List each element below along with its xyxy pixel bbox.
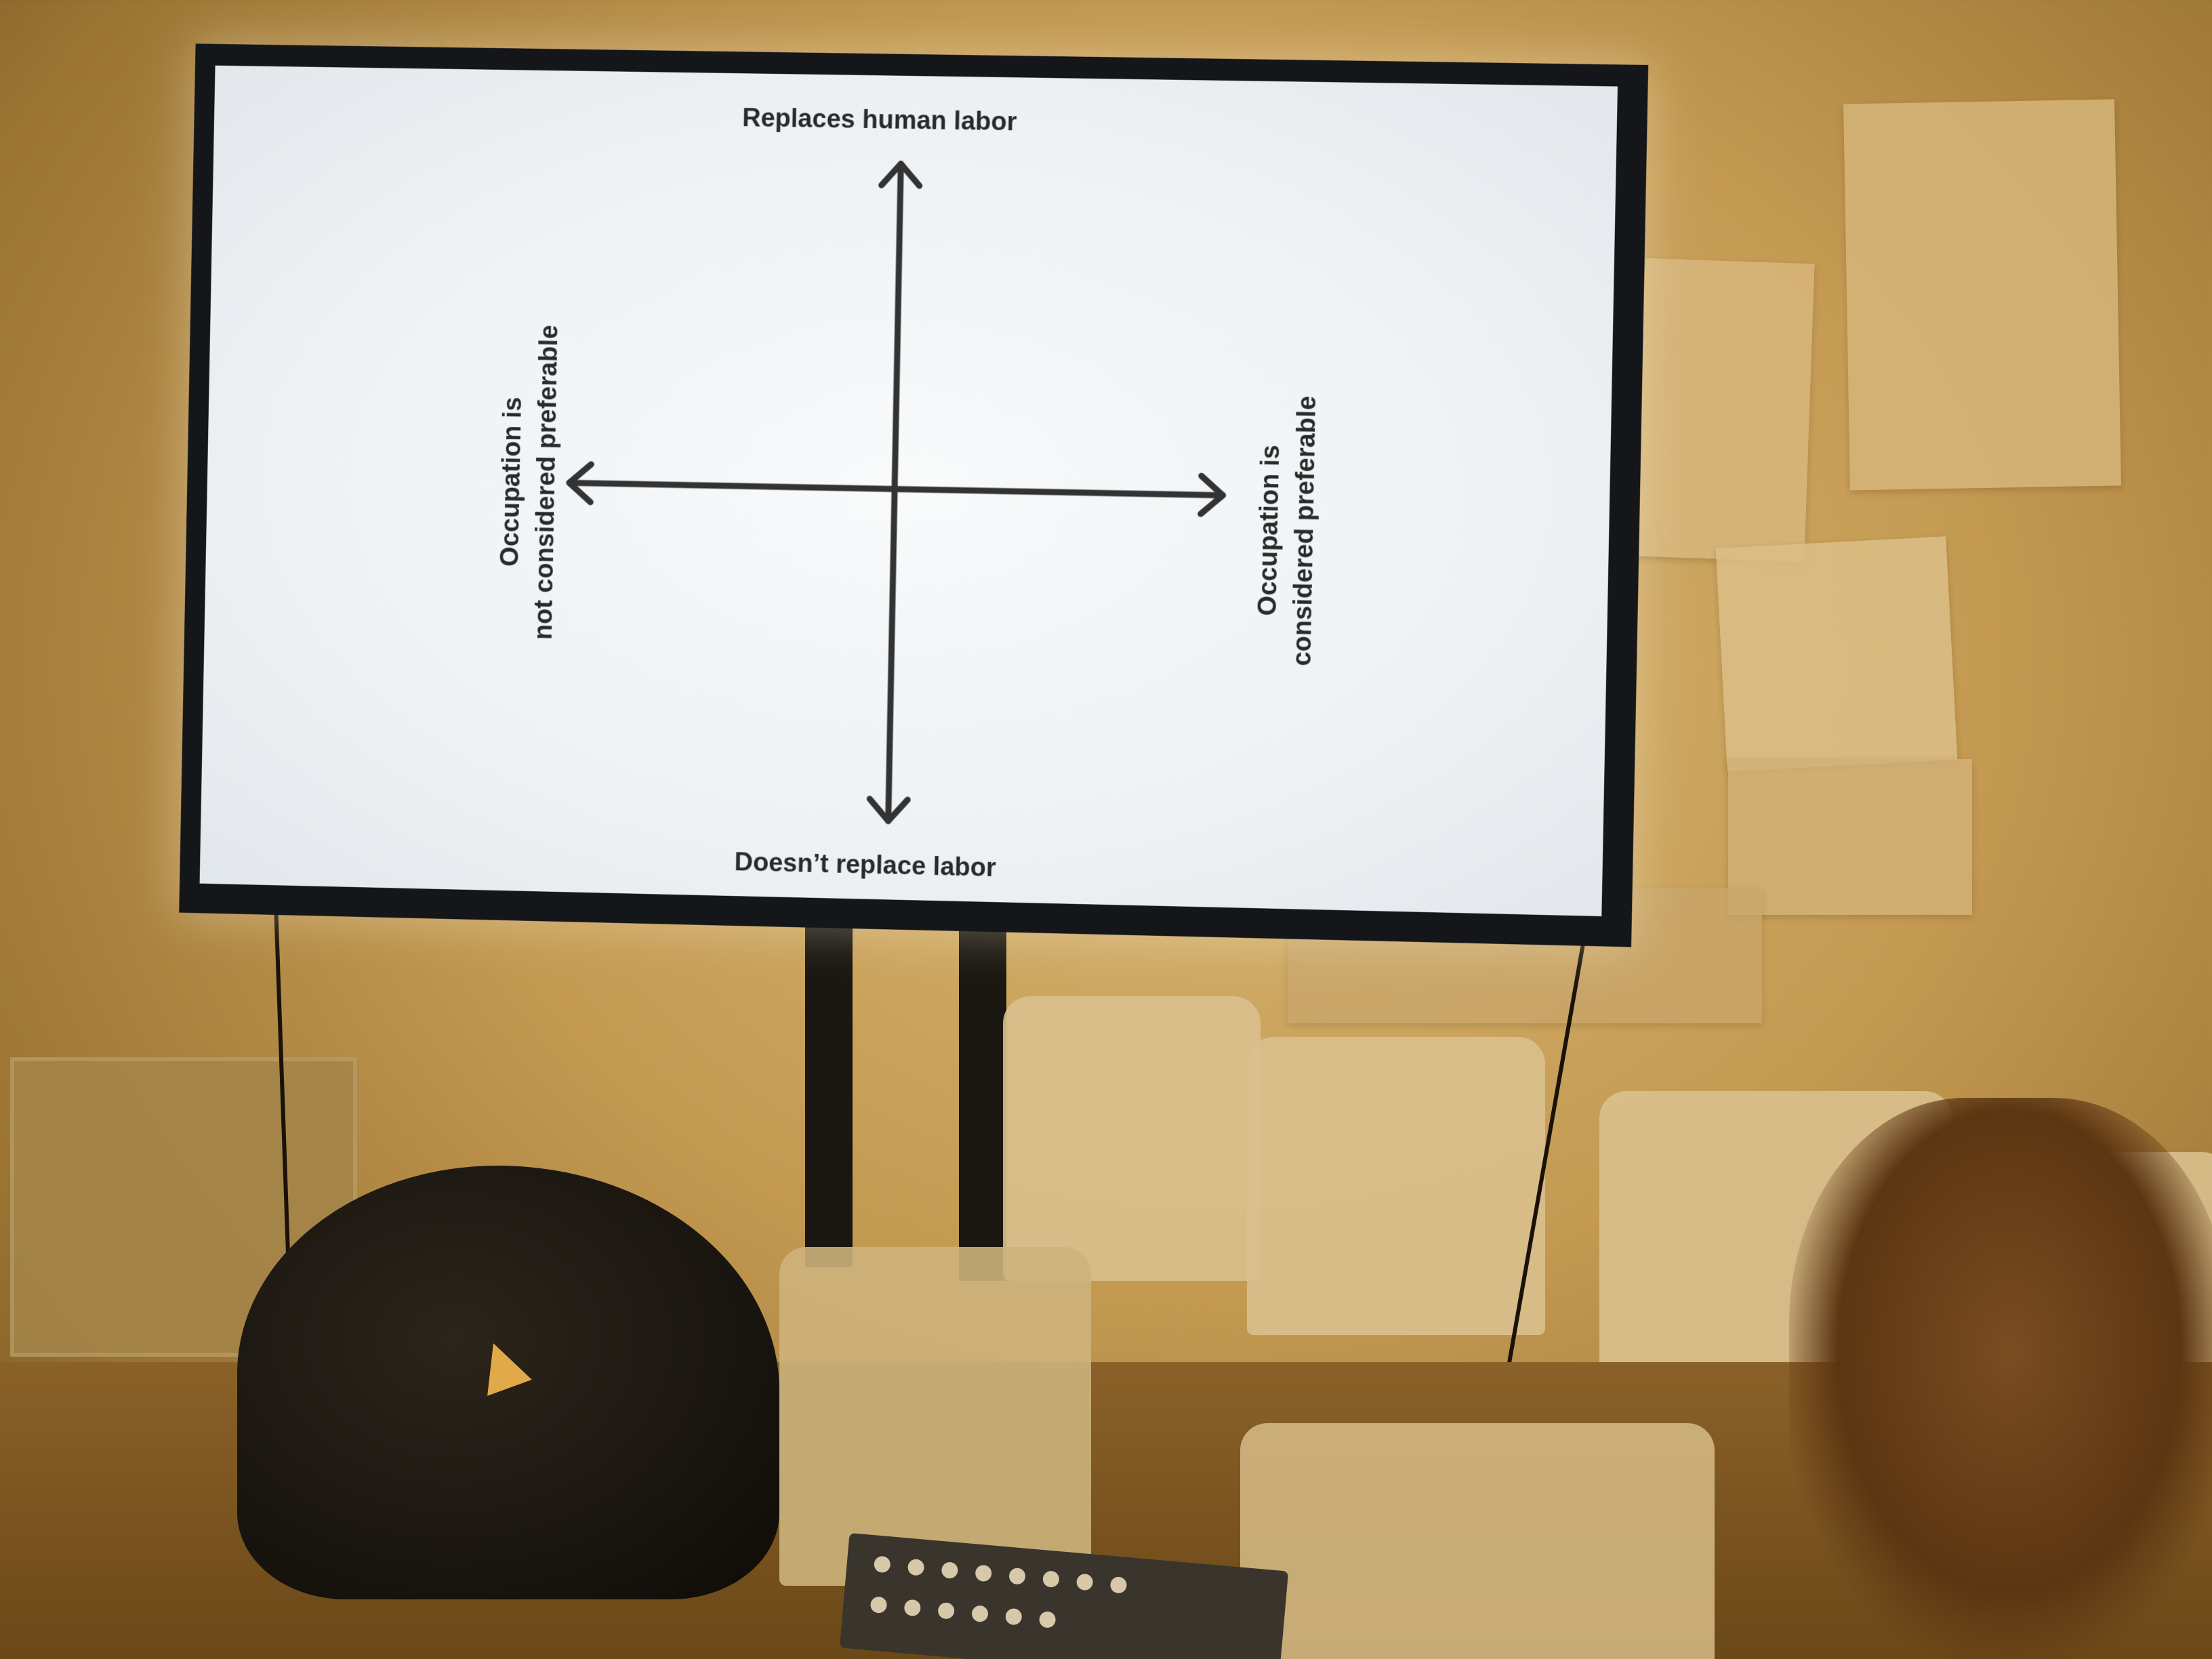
left-axis-label: Occupation is not considered preferable xyxy=(491,324,567,640)
monitor: Replaces human labor Doesn’t replace lab… xyxy=(179,43,1649,947)
mixer-knob xyxy=(1004,1607,1023,1626)
vertical-axis xyxy=(885,161,904,825)
chair xyxy=(1240,1423,1715,1659)
presenter-hand xyxy=(1789,1098,2212,1659)
chair xyxy=(1247,1037,1545,1335)
mixer-knob xyxy=(937,1601,956,1620)
mixer-knob xyxy=(970,1605,989,1623)
right-axis-label: Occupation is considered preferable xyxy=(1249,395,1325,667)
wall-paper-sheet xyxy=(1715,536,1958,772)
mixer-knob xyxy=(1109,1576,1128,1594)
up-arrowhead xyxy=(878,161,922,189)
mixer-knob xyxy=(1042,1570,1060,1589)
monitor-stand-post xyxy=(805,901,853,1267)
mixer-knob xyxy=(1008,1567,1027,1585)
mixer-knob xyxy=(1076,1573,1094,1591)
right-axis-label-line2: considered preferable xyxy=(1288,395,1322,667)
down-arrowhead xyxy=(867,796,911,825)
mixer-knob xyxy=(873,1555,891,1574)
mixer-knob xyxy=(869,1596,888,1614)
wall-paper-sheet xyxy=(1635,258,1815,562)
right-axis-label-line1: Occupation is xyxy=(1253,444,1286,616)
wall-paper-sheet xyxy=(1843,99,2121,491)
mixer-knob xyxy=(903,1599,922,1617)
chair xyxy=(779,1247,1091,1586)
monitor-screen: Replaces human labor Doesn’t replace lab… xyxy=(199,65,1618,917)
left-axis-label-line1: Occupation is xyxy=(495,396,527,567)
monitor-stand-post xyxy=(959,901,1006,1281)
chair xyxy=(1003,996,1261,1281)
mixer-knob xyxy=(907,1558,925,1576)
mixer-knob xyxy=(975,1564,993,1582)
wall-paper-sheet xyxy=(1728,759,1972,915)
mixer-knob xyxy=(1038,1610,1057,1629)
left-axis-label-line2: not considered preferable xyxy=(529,324,564,640)
mixer-knob xyxy=(941,1561,959,1580)
quadrant-axes xyxy=(200,161,1618,825)
